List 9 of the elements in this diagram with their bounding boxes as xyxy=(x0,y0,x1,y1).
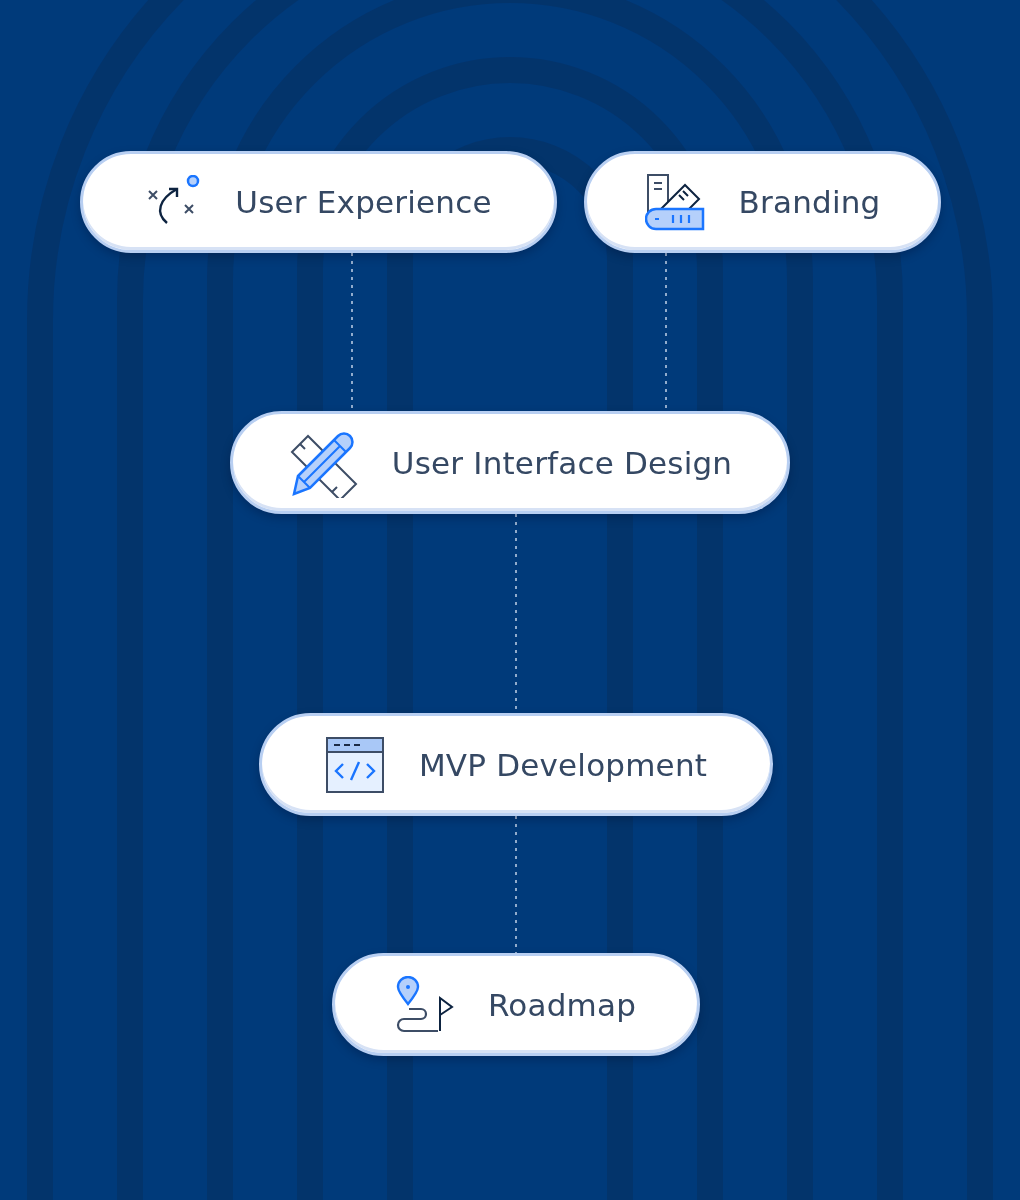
node-label: User Experience xyxy=(235,184,492,220)
pill-node xyxy=(80,151,557,253)
pill-node xyxy=(584,151,941,253)
node-label: MVP Development xyxy=(418,746,708,783)
pill-node xyxy=(230,411,790,514)
node-label: Branding xyxy=(738,184,881,220)
pill-node xyxy=(332,953,700,1056)
node-label: Roadmap xyxy=(487,986,637,1023)
node-label: User Interface Design xyxy=(391,444,733,481)
